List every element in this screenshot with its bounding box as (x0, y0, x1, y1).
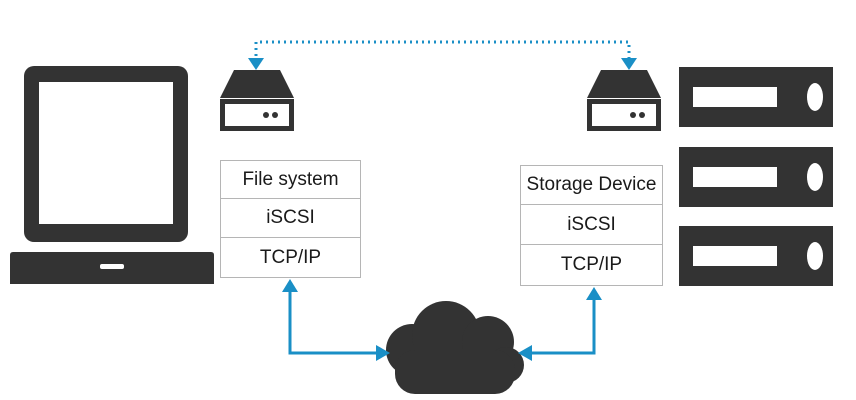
client-file-system-layer: File system (220, 160, 361, 199)
target-storage-device-layer: Storage Device (520, 165, 663, 205)
drive-link-dotted-connector (248, 40, 637, 70)
server-rack-icon (679, 67, 833, 286)
hard-drive-icon (220, 70, 294, 131)
target-network-connector (518, 287, 602, 361)
target-tcp-ip-layer: TCP/IP (520, 244, 663, 286)
target-iscsi-layer: iSCSI (520, 204, 663, 245)
client-tcp-ip-layer: TCP/IP (220, 237, 361, 278)
client-network-connector (282, 279, 390, 361)
hard-drive-icon (587, 70, 661, 131)
laptop-icon (10, 66, 214, 284)
cloud-icon (386, 301, 524, 394)
client-iscsi-layer: iSCSI (220, 198, 361, 238)
